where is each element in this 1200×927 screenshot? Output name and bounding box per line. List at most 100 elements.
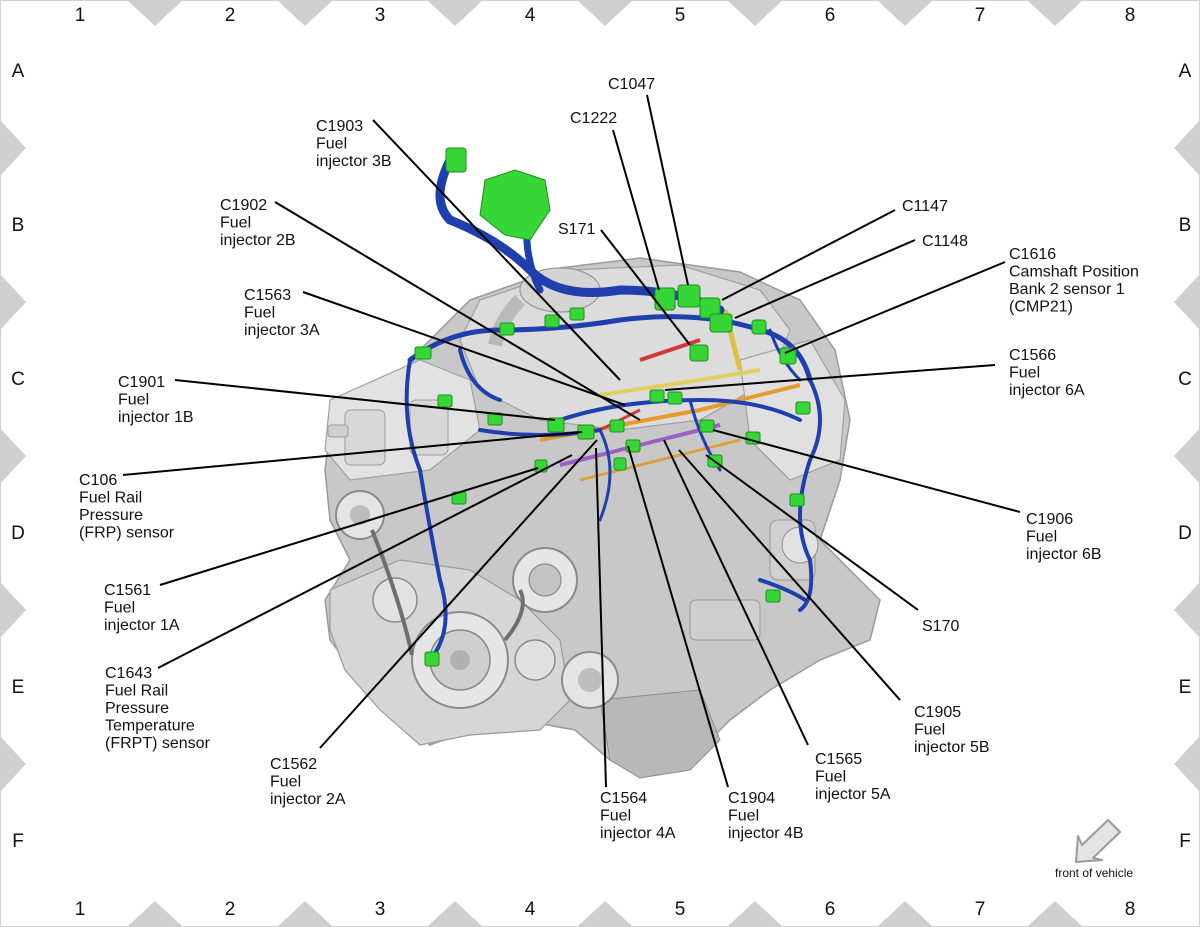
callout-line: injector 2A (270, 791, 346, 808)
callout-line: Fuel (1026, 529, 1057, 546)
callout-s170: S170 (922, 618, 959, 635)
callout-line: injector 5A (815, 786, 891, 803)
border-triangle-top (427, 0, 483, 26)
callout-line: injector 1A (104, 617, 180, 634)
callout-line: C1565 (815, 751, 862, 768)
border-triangle-bottom (877, 901, 933, 927)
callout-line: Fuel Rail (105, 683, 168, 700)
callout-line: Fuel (270, 774, 301, 791)
callout-line: C1562 (270, 756, 317, 773)
callout-line: injector 1B (118, 409, 194, 426)
border-triangle-right (1174, 582, 1200, 638)
grid-column-label-top: 6 (825, 5, 836, 26)
border-triangle-right (1174, 274, 1200, 330)
grid-row-label-left: E (12, 677, 25, 698)
grid-row-label-right: F (1179, 831, 1191, 852)
grid-row-label-left: B (12, 215, 25, 236)
callout-line: Fuel (728, 808, 759, 825)
border-triangle-bottom (727, 901, 783, 927)
callout-line: S171 (558, 221, 595, 238)
callout-line: C1566 (1009, 347, 1056, 364)
grid-column-label-bottom: 7 (975, 899, 986, 920)
callout-line: C1906 (1026, 511, 1073, 528)
callout-line: Fuel (914, 722, 945, 739)
callout-line: Fuel Rail (79, 490, 142, 507)
border-triangle-top (727, 0, 783, 26)
grid-row-label-right: A (1179, 61, 1192, 82)
callout-c1148: C1148 (922, 233, 968, 250)
grid-column-label-bottom: 4 (525, 899, 536, 920)
callout-line: C1563 (244, 287, 291, 304)
grid-row-label-left: F (12, 831, 24, 852)
border-triangle-left (0, 120, 26, 176)
border-triangle-top (577, 0, 633, 26)
callout-line: Fuel (600, 808, 631, 825)
border-triangle-bottom (127, 901, 183, 927)
grid-row-label-right: C (1178, 369, 1192, 390)
grid-row-label-left: C (11, 369, 25, 390)
border-triangle-bottom (277, 901, 333, 927)
callout-line: C1901 (118, 374, 165, 391)
callout-line: C1616 (1009, 246, 1056, 263)
connectors (414, 147, 811, 667)
border-triangle-left (0, 736, 26, 792)
border-triangle-top (127, 0, 183, 26)
grid-column-label-top: 4 (525, 5, 536, 26)
callout-c1222: C1222 (570, 110, 617, 127)
callout-line: injector 4B (728, 825, 804, 842)
front-of-vehicle-indicator: front of vehicle (1055, 819, 1133, 880)
grid-column-label-bottom: 5 (675, 899, 686, 920)
grid-column-label-top: 2 (225, 5, 236, 26)
callout-line: C1561 (104, 582, 151, 599)
callout-line: C1147 (902, 198, 948, 215)
grid-column-label-top: 7 (975, 5, 986, 26)
callout-line: Camshaft Position (1009, 264, 1139, 281)
grid-column-label-top: 1 (75, 5, 86, 26)
grid-row-label-right: B (1179, 215, 1192, 236)
grid-column-label-bottom: 6 (825, 899, 836, 920)
border-triangle-top (1027, 0, 1083, 26)
callout-line: injector 3B (316, 153, 392, 170)
callout-line: Fuel (1009, 365, 1040, 382)
grid-column-label-bottom: 3 (375, 899, 386, 920)
callout-line: C1902 (220, 197, 267, 214)
callout-line: C1903 (316, 118, 363, 135)
callout-line: Temperature (105, 718, 195, 735)
callout-line: Fuel (316, 136, 347, 153)
border-triangle-bottom (577, 901, 633, 927)
grid-row-label-right: E (1179, 677, 1192, 698)
callout-line: (CMP21) (1009, 299, 1073, 316)
callout-line: Pressure (105, 700, 169, 717)
callout-line: C1905 (914, 704, 961, 721)
callout-line: S170 (922, 618, 959, 635)
callout-line: (FRPT) sensor (105, 735, 211, 752)
callout-line: Fuel (118, 392, 149, 409)
callout-c1147: C1147 (902, 198, 948, 215)
callout-line: Fuel (244, 305, 275, 322)
border-triangle-left (0, 428, 26, 484)
arrow-down-left-icon (1075, 819, 1121, 863)
callout-line: Pressure (79, 507, 143, 524)
border-triangle-left (0, 582, 26, 638)
callout-line: injector 2B (220, 232, 296, 249)
border-triangle-top (277, 0, 333, 26)
callout-s171: S171 (558, 221, 595, 238)
callout-line: Fuel (220, 215, 251, 232)
callout-line: C1904 (728, 790, 775, 807)
border-triangle-right (1174, 736, 1200, 792)
callout-line: Bank 2 sensor 1 (1009, 281, 1125, 298)
border-triangle-top (877, 0, 933, 26)
